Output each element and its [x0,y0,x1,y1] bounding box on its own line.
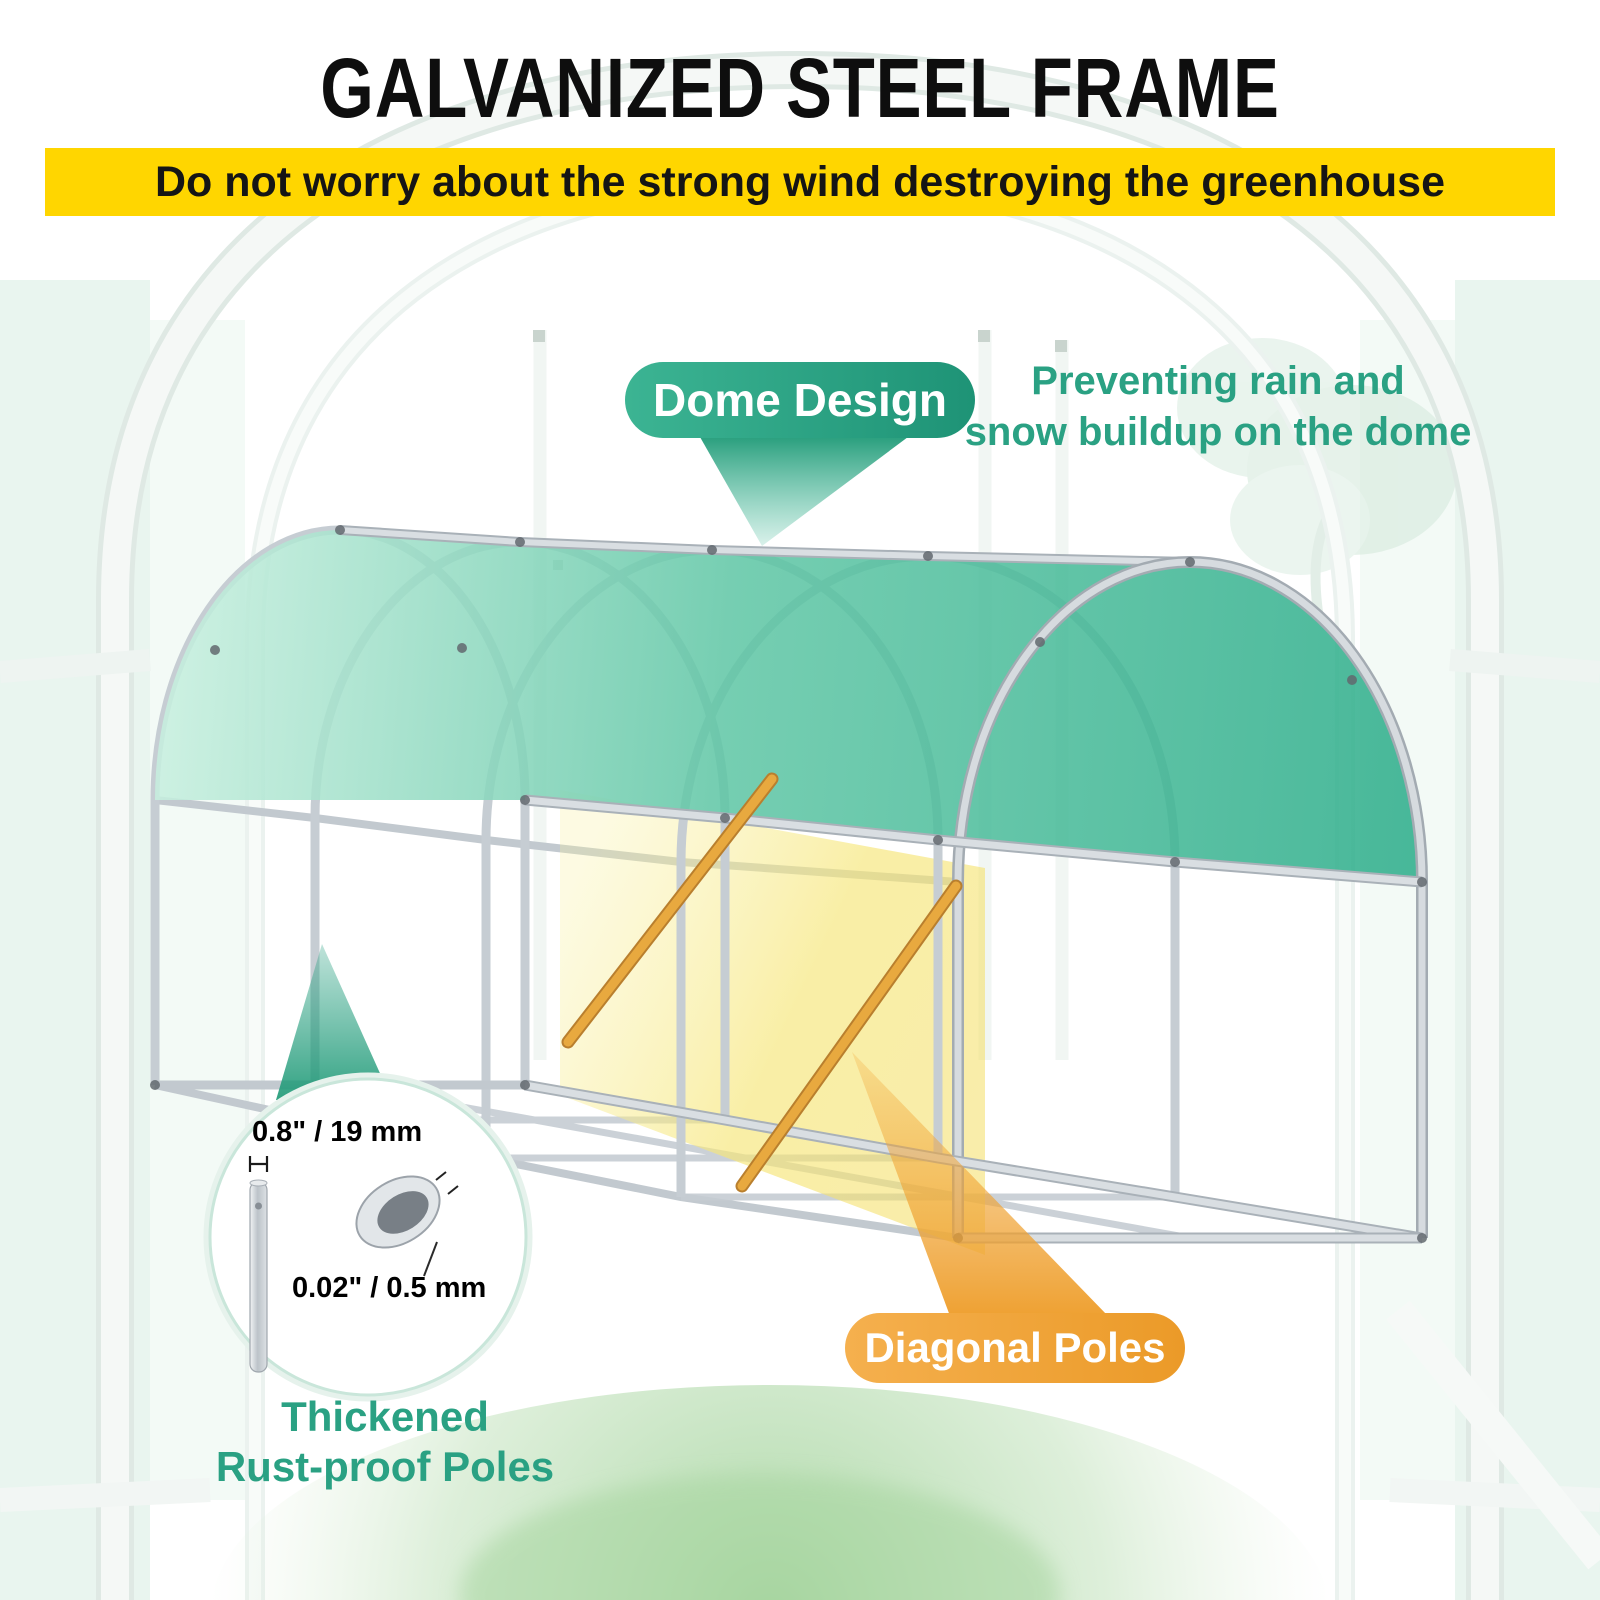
dome-design-badge: Dome Design [625,362,975,438]
pole-sample [249,1179,268,1373]
subtitle-banner: Do not worry about the strong wind destr… [45,148,1555,216]
steel-frame [150,525,1428,1255]
page-title-text: GALVANIZED STEEL FRAME [320,41,1280,135]
wall-thickness-ticks [435,1171,459,1195]
diagonal-poles-badge-label: Diagonal Poles [864,1324,1166,1371]
pole-caption: Thickened Rust-proof Poles [160,1392,610,1493]
diagonal-pointer-triangle [852,1052,1108,1316]
page-title: GALVANIZED STEEL FRAME [0,40,1600,137]
subtitle-banner-text: Do not worry about the strong wind destr… [154,157,1446,206]
diameter-bracket [248,1156,269,1172]
pole-cross-section [355,1175,441,1249]
dome-design-badge-label: Dome Design [653,374,947,426]
grass-patch [211,1385,1329,1600]
wall-thickness-leader-line [423,1241,438,1277]
diagonal-poles-badge: Diagonal Poles [845,1313,1185,1383]
pole-detail-circle [203,1072,533,1402]
pole-hole [255,1202,262,1210]
diagonal-pole-1 [563,774,777,1047]
dome-canopy-cover [155,530,1422,882]
pole-diameter-dimension: 0.8" / 19 mm [252,1116,423,1148]
dome-note: Preventing rain and snow buildup on the … [958,356,1478,458]
dome-note-line1: Preventing rain and [1031,359,1405,403]
diagonal-poles [561,772,963,1193]
diagonal-pole-2 [737,881,961,1191]
wall-thickness-dimension: 0.02" / 0.5 mm [292,1272,487,1304]
clamp-joints [150,525,1427,1243]
pole-caption-line2: Rust-proof Poles [215,1443,555,1491]
dome-pointer-triangle [700,437,908,546]
dome-note-line2: snow buildup on the dome [964,410,1472,455]
background-crossbars [0,649,1600,1570]
outer-arch-tube [96,50,1504,1600]
pole-detail-pointer-triangle [276,944,392,1100]
pole-caption-line1: Thickened [281,1393,489,1440]
